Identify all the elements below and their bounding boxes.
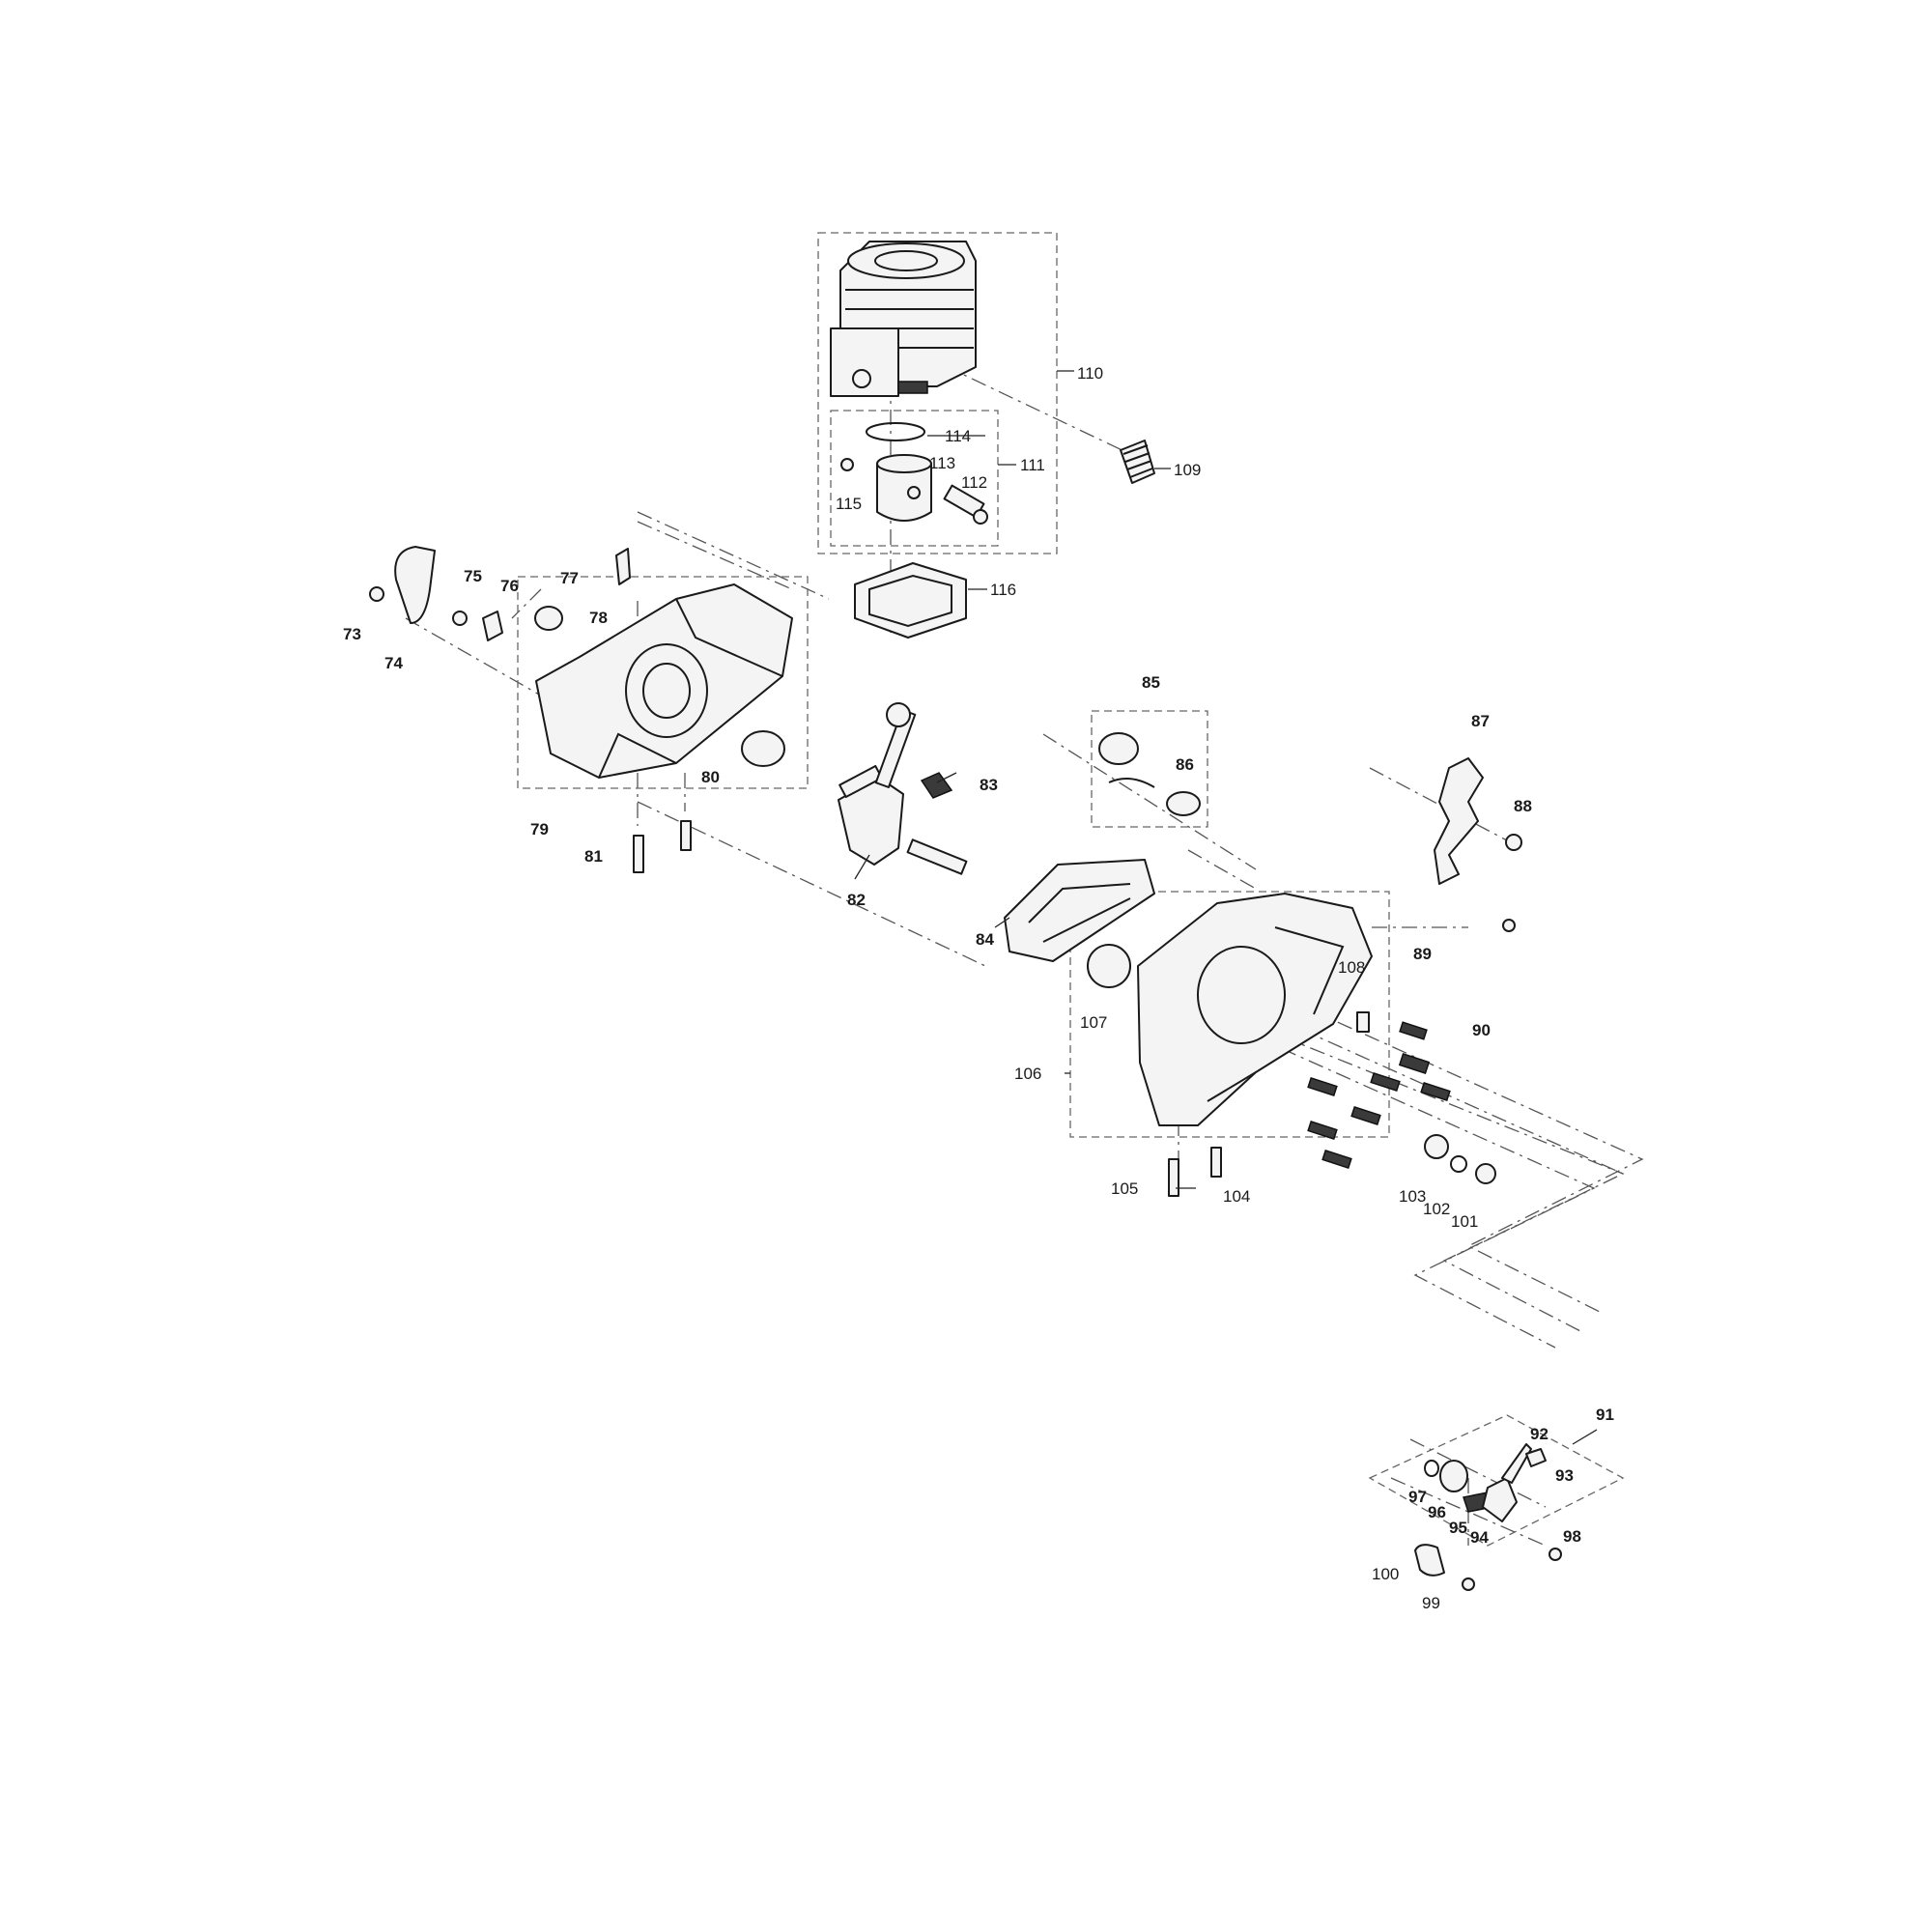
callout-111: 111: [1020, 456, 1045, 474]
callout-76: 76: [500, 577, 519, 595]
crankshaft-82: [838, 702, 968, 875]
callout-97: 97: [1408, 1488, 1427, 1506]
chain-catcher-87-88: [1434, 757, 1522, 932]
bolt-81: [633, 835, 644, 873]
callout-100: 100: [1372, 1565, 1399, 1583]
callout-85: 85: [1142, 673, 1160, 692]
callout-96: 96: [1428, 1503, 1446, 1521]
leader-lines: [854, 370, 1598, 1445]
callout-115: 115: [836, 495, 862, 513]
ring-102: [1450, 1155, 1467, 1173]
piston-ring-114: [866, 422, 925, 441]
callout-86: 86: [1176, 755, 1194, 774]
screw-75: [452, 611, 468, 626]
callout-75: 75: [464, 567, 482, 585]
callout-labels: 110 111 114 113 112 115 109 116 73 74 75…: [343, 364, 1614, 1612]
callout-83: 83: [980, 776, 998, 794]
circlip-112: [973, 509, 988, 525]
callout-81: 81: [584, 847, 603, 866]
callout-95: 95: [1449, 1519, 1467, 1537]
bolt-105: [1168, 1158, 1179, 1197]
group-box-91: [1368, 1414, 1625, 1547]
callout-114: 114: [945, 427, 971, 445]
group-boxes: [517, 232, 1625, 1547]
callout-106: 106: [1014, 1065, 1041, 1083]
callout-110: 110: [1077, 364, 1103, 383]
bearing-107: [1087, 944, 1131, 988]
callout-87: 87: [1471, 712, 1490, 730]
callout-107: 107: [1080, 1013, 1107, 1032]
cylinder-110: [830, 241, 977, 397]
piston-113-114-115: [840, 422, 988, 525]
oil-pump-assembly-91: [1414, 1443, 1562, 1591]
callout-88: 88: [1514, 797, 1532, 815]
gear-96: [1439, 1460, 1468, 1492]
callout-94: 94: [1470, 1528, 1489, 1547]
group-box-110: [817, 232, 1058, 554]
callout-93: 93: [1555, 1466, 1574, 1485]
screw-88b: [1502, 919, 1516, 932]
small-parts-left: [369, 546, 785, 873]
bolt-90: [1398, 1053, 1431, 1074]
callout-89: 89: [1413, 945, 1432, 963]
callout-104: 104: [1223, 1187, 1250, 1206]
group-box-106: [1069, 891, 1390, 1138]
bearing-80: [741, 730, 785, 767]
group-box-85: [1091, 710, 1208, 828]
lever-93: [1501, 1443, 1532, 1484]
callout-109: 109: [1174, 461, 1201, 479]
screw-88: [1505, 834, 1522, 851]
callout-74: 74: [384, 654, 403, 672]
seal-77: [534, 606, 563, 631]
crankcase-half-106: [1087, 893, 1496, 1197]
gasket-116: [854, 562, 967, 639]
ring-101: [1475, 1163, 1496, 1184]
callout-82: 82: [847, 891, 866, 909]
callout-79: 79: [530, 820, 549, 838]
cap-86: [1166, 791, 1201, 816]
callout-78: 78: [589, 609, 608, 627]
washer-103: [1424, 1134, 1449, 1159]
callout-91: 91: [1596, 1406, 1614, 1424]
callout-116: 116: [990, 581, 1016, 599]
screw-98: [1548, 1548, 1562, 1561]
group-box-79: [517, 576, 809, 789]
callout-90: 90: [1472, 1021, 1491, 1039]
callout-108: 108: [1338, 958, 1365, 977]
plate-92: [1525, 1448, 1547, 1467]
bracket-74: [394, 546, 436, 624]
callout-77: 77: [560, 569, 579, 587]
circlip-115: [840, 458, 854, 471]
callout-105: 105: [1111, 1179, 1138, 1198]
callout-84: 84: [976, 930, 994, 949]
callout-113: 113: [929, 454, 955, 472]
callout-103: 103: [1399, 1187, 1426, 1206]
pump-94: [1482, 1477, 1518, 1522]
callout-99: 99: [1422, 1594, 1440, 1612]
muffler-spring-109: [1120, 440, 1155, 484]
clip-78: [615, 548, 631, 585]
callout-98: 98: [1563, 1527, 1581, 1546]
stud-108: [1356, 1011, 1370, 1033]
oil-pump-85-86: [1098, 732, 1201, 816]
callout-80: 80: [701, 768, 720, 786]
callout-102: 102: [1423, 1200, 1450, 1218]
bolt-81b: [680, 820, 692, 851]
screw-104: [1210, 1147, 1222, 1178]
cover-100: [1414, 1544, 1445, 1577]
screw-99: [1462, 1577, 1475, 1591]
callout-73: 73: [343, 625, 361, 643]
needle-bearing-83: [920, 772, 953, 799]
seal-97: [1424, 1460, 1439, 1477]
gasket-84: [1004, 859, 1155, 962]
callout-112: 112: [961, 473, 987, 492]
screw-73: [369, 586, 384, 602]
callout-92: 92: [1530, 1425, 1548, 1443]
bolt-89: [1399, 1021, 1428, 1040]
callout-101: 101: [1451, 1212, 1478, 1231]
plate-76: [482, 611, 503, 641]
crankcase-half-79: [535, 583, 793, 779]
